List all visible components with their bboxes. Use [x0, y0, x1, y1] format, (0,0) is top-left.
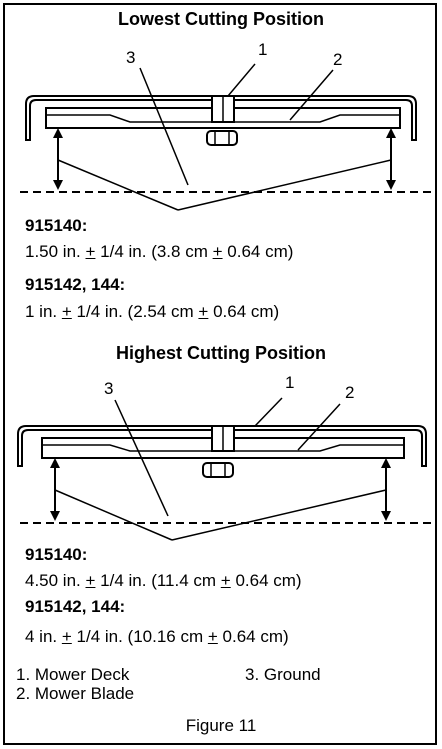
lowest-nut [206, 130, 238, 146]
highest-spec-a: 4.50 in. + 1/4 in. (11.4 cm + 0.64 cm) [25, 571, 302, 590]
lowest-model-a: 915140: [25, 216, 88, 235]
lowest-model-b: 915142, 144: [25, 275, 126, 294]
lowest-callout-line-2 [289, 69, 334, 121]
highest-mower-deck [17, 425, 427, 467]
lowest-deck-drawing [20, 63, 436, 211]
lowest-spec-a: 1.50 in. + 1/4 in. (3.8 cm + 0.64 cm) [25, 242, 294, 261]
lowest-callout-line-3 [139, 67, 189, 186]
lowest-spec-b: 1 in. + 1/4 in. (2.54 cm + 0.64 cm) [25, 302, 280, 321]
highest-callout-line-3 [114, 399, 169, 517]
highest-pointer-left [54, 489, 173, 541]
lowest-pointer-left [57, 159, 179, 211]
lowest-pointer-right [177, 159, 392, 211]
lowest-callout-line-1 [227, 63, 256, 97]
lowest-callout-2: 2 [333, 50, 343, 69]
highest-callout-3: 3 [104, 379, 114, 398]
lowest-callout-3: 3 [126, 48, 136, 67]
legend-item-mower-blade: 2. Mower Blade [16, 684, 135, 703]
lowest-mower-deck [25, 95, 417, 141]
legend-item-mower-deck: 1. Mower Deck [16, 665, 130, 684]
highest-model-b: 915142, 144: [25, 597, 126, 616]
figure-caption: Figure 11 [185, 716, 257, 735]
highest-model-a: 915140: [25, 545, 88, 564]
legend-item-ground: 3. Ground [245, 665, 321, 684]
highest-spec-b: 4 in. + 1/4 in. (10.16 cm + 0.64 cm) [25, 627, 289, 646]
lowest-callout-1: 1 [258, 40, 268, 59]
figure-frame [3, 3, 437, 745]
highest-callout-1: 1 [285, 373, 295, 392]
highest-pointer-right [171, 489, 387, 541]
highest-nut [202, 462, 234, 478]
lowest-cutting-title: Lowest Cutting Position [118, 9, 324, 29]
highest-callout-2: 2 [345, 383, 355, 402]
highest-cutting-title: Highest Cutting Position [116, 343, 326, 363]
highest-callout-line-2 [297, 403, 341, 451]
highest-callout-line-1 [254, 397, 283, 427]
highest-deck-drawing [17, 397, 436, 541]
